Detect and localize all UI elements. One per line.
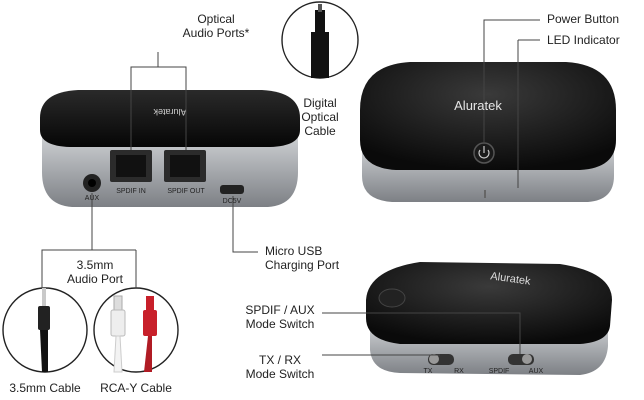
label-audio-port-line2: Audio Port	[66, 272, 124, 286]
callout-lines	[41, 19, 540, 356]
label-micro-usb: Micro USB Charging Port	[265, 244, 339, 272]
brand-logo-side: Aluratek	[490, 270, 532, 288]
label-optical-ports: Optical Audio Ports*	[176, 12, 256, 40]
label-spdif-aux-line1: SPDIF / AUX	[245, 303, 315, 317]
device-back-view: Aluratek	[40, 90, 300, 207]
label-cable-35mm: 3.5mm Cable	[9, 381, 81, 395]
label-micro-usb-line2: Charging Port	[265, 258, 340, 272]
label-power-button: Power Button	[547, 12, 620, 26]
marking-aux-switch: AUX	[529, 368, 544, 375]
label-spdif-aux-switch: SPDIF / AUX Mode Switch	[238, 303, 322, 331]
device-markings: SPDIF IN SPDIF OUT AUX DC5V TX RX SPDIF …	[85, 98, 544, 375]
device-front-view	[360, 62, 616, 202]
label-led-indicator: LED Indicator	[547, 33, 620, 47]
marking-spdif-in: SPDIF IN	[116, 188, 146, 195]
device-side-view	[366, 262, 612, 375]
marking-spdif: SPDIF	[489, 368, 510, 375]
label-txrx-line1: TX / RX	[258, 353, 301, 367]
label-digital-optical-line2: Optical	[301, 110, 339, 124]
cable-35mm-inset	[2, 287, 88, 373]
marking-dc5v: DC5V	[223, 198, 242, 205]
brand-logo-front: Aluratek	[454, 98, 502, 113]
label-txrx-line2: Mode Switch	[245, 367, 315, 381]
label-optical-ports-line2: Audio Ports*	[182, 26, 250, 40]
brand-logo-back: Aluratek	[153, 107, 187, 117]
marking-aux: AUX	[85, 195, 100, 202]
label-optical-ports-line1: Optical	[197, 12, 235, 26]
micro-usb-port	[220, 185, 244, 194]
label-txrx-switch: TX / RX Mode Switch	[240, 353, 320, 381]
marking-spdif-out: SPDIF OUT	[167, 188, 205, 195]
label-audio-port: 3.5mm Audio Port	[55, 258, 135, 286]
optical-cable-inset	[281, 1, 359, 79]
label-spdif-aux-line2: Mode Switch	[245, 317, 315, 331]
label-digital-optical-cable: Digital Optical Cable	[293, 96, 347, 138]
label-cable-rca: RCA-Y Cable	[100, 381, 172, 395]
label-digital-optical-line1: Digital	[303, 96, 337, 110]
label-digital-optical-line3: Cable	[304, 124, 336, 138]
cable-rca-inset	[93, 287, 179, 373]
marking-tx: TX	[424, 368, 433, 375]
label-audio-port-line1: 3.5mm	[76, 258, 114, 272]
marking-rx: RX	[454, 368, 464, 375]
led-indicator	[484, 190, 486, 198]
label-micro-usb-line1: Micro USB	[265, 244, 323, 258]
